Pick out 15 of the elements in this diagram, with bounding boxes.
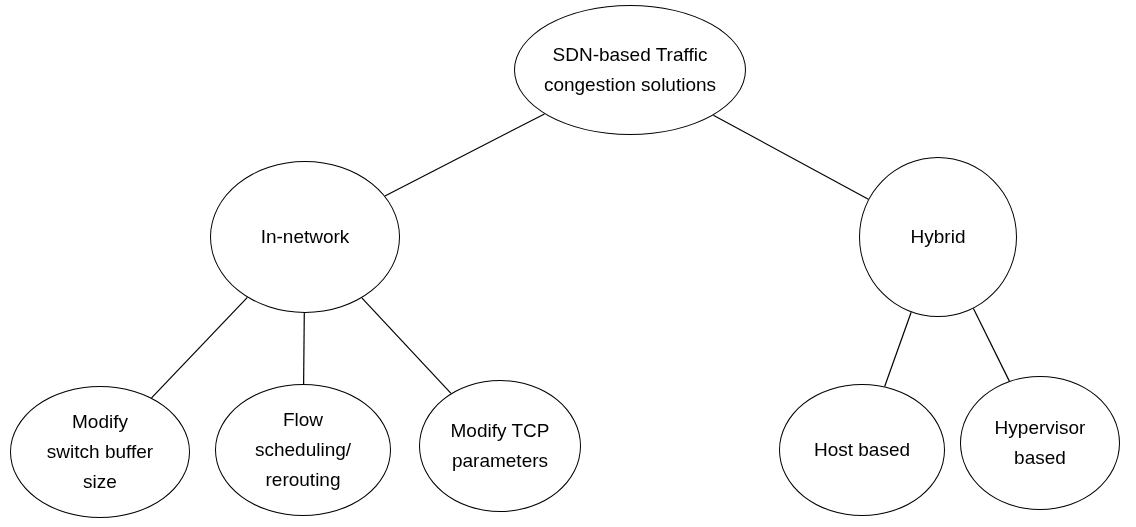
node-label: SDN-based Traffic congestion solutions	[542, 43, 718, 97]
node-label: Modify switch buffer size	[45, 410, 155, 494]
connector-line	[384, 113, 546, 197]
connector-line	[303, 312, 305, 385]
connector-line	[150, 296, 248, 399]
connector-line	[712, 114, 869, 200]
node-label: Hypervisor based	[993, 416, 1087, 470]
node-label: Hybrid	[910, 225, 966, 249]
connector-line	[972, 307, 1010, 382]
node-label: In-network	[260, 225, 350, 249]
connector-line	[361, 297, 452, 395]
node-label: Flow scheduling/ rerouting	[253, 408, 353, 492]
connector-line	[884, 311, 912, 388]
node-label: Host based	[813, 438, 911, 462]
node-label: Modify TCP parameters	[449, 419, 551, 473]
